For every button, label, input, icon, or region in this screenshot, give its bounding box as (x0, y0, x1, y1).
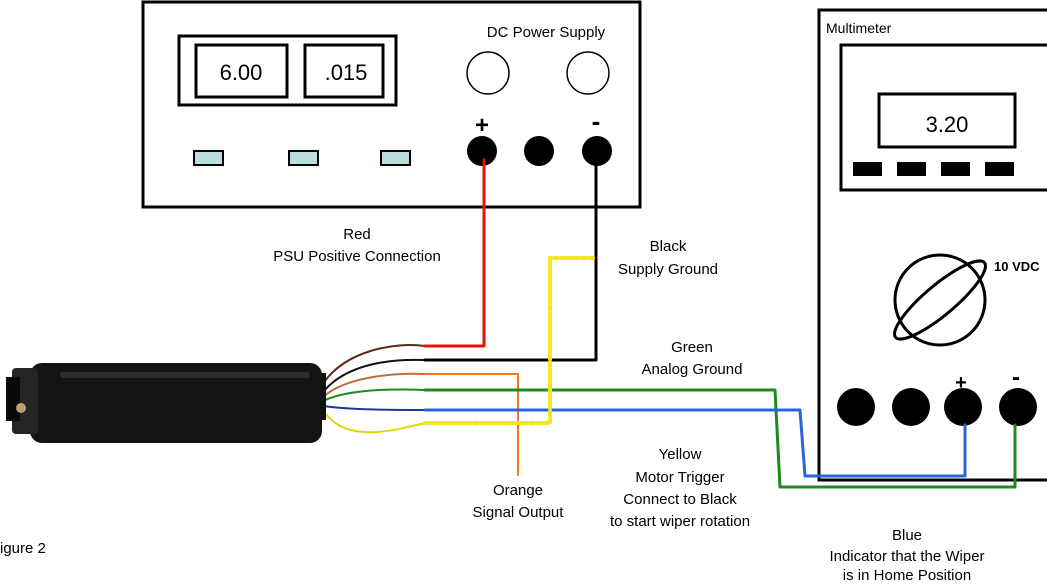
multimeter-plus-label: + (955, 372, 967, 394)
psu-voltage-readout: 6.00 (220, 60, 263, 85)
lead-yellow-pigtail (322, 409, 426, 434)
multimeter-button-3[interactable] (941, 162, 970, 176)
label-black-line1: Black (650, 238, 687, 255)
psu-button-1[interactable] (193, 150, 224, 166)
dc-power-supply: DC Power Supply 6.00 .015 + - (141, 0, 642, 209)
multimeter-button-1[interactable] (853, 162, 882, 176)
psu-negative-terminal[interactable] (582, 136, 612, 166)
lead-orange-pigtail (322, 372, 426, 398)
dial-outer (893, 253, 987, 347)
wire-blue (423, 408, 967, 478)
figure-caption: igure 2 (0, 540, 46, 557)
multimeter-negative-jack[interactable] (999, 388, 1037, 426)
label-yellow-line3: Connect to Black (623, 491, 737, 508)
psu-title: DC Power Supply (487, 24, 606, 41)
wire-black (423, 158, 598, 362)
label-blue-line3: is in Home Position (843, 567, 971, 584)
psu-current-display (303, 43, 385, 99)
label-red-line1: Red (343, 226, 371, 243)
label-red: Red PSU Positive Connection (273, 226, 441, 265)
label-blue-line1: Blue (892, 527, 922, 544)
label-yellow-line1: Yellow (659, 446, 702, 463)
label-green-line2: Analog Ground (642, 361, 743, 378)
lead-black (322, 358, 426, 393)
psu-center-terminal[interactable] (524, 136, 554, 166)
lead-blue-pigtail (322, 405, 426, 411)
multimeter-display (877, 92, 1017, 149)
multimeter-jack-1[interactable] (837, 388, 875, 426)
dial-range-label: 10 VDC (994, 259, 1040, 274)
label-yellow-line2: Motor Trigger (635, 469, 724, 486)
multimeter-title: Multimeter (826, 20, 892, 36)
label-orange: Orange Signal Output (473, 482, 565, 521)
motor-highlight (60, 372, 310, 378)
label-yellow-line4: to start wiper rotation (610, 513, 750, 530)
label-black: Black Supply Ground (618, 238, 718, 278)
dial-pointer (893, 259, 987, 341)
multimeter: Multimeter 3.20 10 VDC + - (817, 8, 1047, 482)
label-green: Green Analog Ground (642, 339, 743, 378)
label-blue-line2: Indicator that the Wiper (829, 548, 984, 565)
multimeter-readout: 3.20 (926, 112, 969, 137)
multimeter-positive-jack[interactable] (944, 388, 982, 426)
label-yellow: Yellow Motor Trigger Connect to Black to… (610, 446, 750, 530)
lead-brown (321, 344, 426, 386)
motor-body (30, 363, 322, 443)
wire-orange (424, 373, 519, 476)
multimeter-jack-2[interactable] (892, 388, 930, 426)
multimeter-dial[interactable] (886, 251, 994, 349)
label-orange-line2: Signal Output (473, 504, 565, 521)
wire-red (423, 158, 486, 348)
motor-shaft-block (6, 377, 20, 421)
wire-yellow (423, 256, 598, 425)
label-orange-line1: Orange (493, 482, 543, 499)
label-blue: Blue Indicator that the Wiper is in Home… (829, 527, 984, 584)
multimeter-minus-label: - (1012, 364, 1020, 391)
lead-green-pigtail (322, 388, 426, 402)
psu-button-3[interactable] (380, 150, 411, 166)
label-red-line2: PSU Positive Connection (273, 248, 441, 265)
multimeter-button-2[interactable] (897, 162, 926, 176)
psu-plus-label: + (475, 112, 489, 139)
multimeter-button-4[interactable] (985, 162, 1014, 176)
psu-button-2[interactable] (288, 150, 319, 166)
psu-knob-left[interactable] (466, 51, 510, 95)
psu-minus-label: - (592, 106, 601, 136)
wire-labels: Red PSU Positive Connection Black Supply… (0, 226, 985, 584)
wire-green (423, 388, 1017, 489)
wires (321, 158, 1017, 489)
psu-voltage-display (194, 43, 289, 99)
psu-knob-right[interactable] (566, 51, 610, 95)
motor-sensor (6, 363, 326, 443)
label-black-line2: Supply Ground (618, 261, 718, 278)
psu-current-readout: .015 (325, 60, 368, 85)
motor-shaft (16, 403, 26, 413)
label-green-line1: Green (671, 339, 713, 356)
psu-positive-terminal[interactable] (467, 136, 497, 166)
